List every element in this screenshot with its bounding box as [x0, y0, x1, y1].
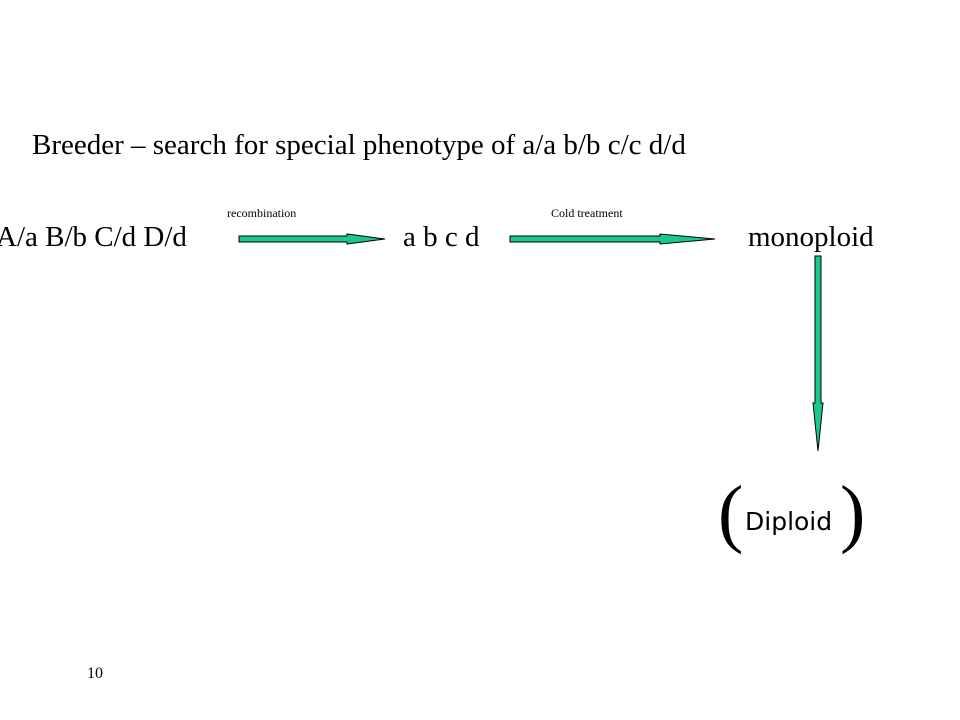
slide-title: Breeder – search for special phenotype o… — [32, 129, 686, 161]
gametes-node: a b c d — [403, 221, 480, 253]
diploidization-arrow — [812, 255, 824, 452]
genotype-node: A/a B/b C/d D/d — [0, 221, 187, 253]
recombination-arrow — [238, 233, 386, 245]
diploid-close-paren: ) — [840, 471, 866, 555]
diploid-node: Diploid — [745, 507, 833, 536]
monoploid-node: monoploid — [748, 221, 874, 253]
cold-treatment-arrow — [509, 233, 716, 245]
slide-number: 10 — [87, 665, 103, 682]
cold-treatment-label: Cold treatment — [551, 206, 623, 220]
recombination-label: recombination — [227, 206, 297, 220]
diploid-open-paren: ( — [718, 471, 744, 555]
